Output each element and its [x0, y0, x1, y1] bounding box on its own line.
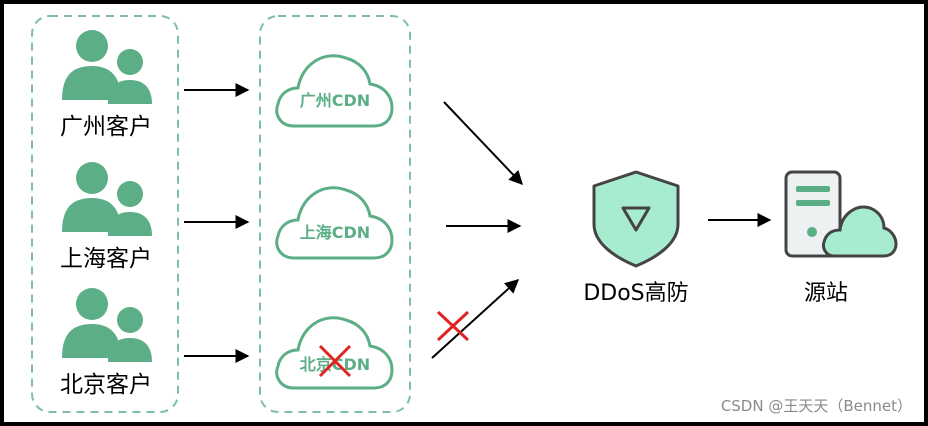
cloud-icon: [275, 316, 394, 390]
cdn-shanghai: 上海CDN: [275, 186, 394, 260]
users-icon: [62, 30, 152, 104]
client-shanghai: 上海客户: [60, 162, 152, 272]
shield-icon: [592, 170, 680, 268]
ddos-label: DDoS高防: [583, 281, 688, 306]
cdn-label: 上海CDN: [300, 223, 370, 242]
diagram-svg: 广州客户 上海客户 北京客户 广州CDN 上海CDN 北京CDN: [31, 15, 898, 413]
arrow-cdn-guangzhou-to-ddos: [443, 101, 523, 186]
users-icon: [62, 288, 152, 362]
client-label: 北京客户: [60, 372, 152, 398]
cdn-beijing: 北京CDN: [275, 316, 394, 390]
clients-group-box: [31, 15, 179, 413]
users-icon: [62, 162, 152, 236]
cross-icon: [436, 310, 470, 342]
cdn-label: 北京CDN: [300, 355, 370, 374]
cdn-group-box: [259, 15, 411, 413]
origin-server: 源站: [784, 170, 898, 306]
arrow-cdn-beijing-to-ddos: [431, 279, 520, 359]
cdn-label: 广州CDN: [300, 91, 370, 110]
client-beijing: 北京客户: [60, 288, 152, 398]
ddos-protection: DDoS高防: [583, 170, 689, 306]
client-label: 广州客户: [60, 114, 152, 140]
watermark: CSDN @王天天（Bennet）: [720, 397, 912, 415]
cross-icon: [318, 344, 352, 378]
cdn-guangzhou: 广州CDN: [275, 54, 394, 128]
client-guangzhou: 广州客户: [60, 30, 152, 140]
diagram-canvas: 广州客户 上海客户 北京客户 广州CDN 上海CDN 北京CDN: [4, 4, 924, 422]
client-label: 上海客户: [60, 246, 152, 272]
cloud-icon: [275, 54, 394, 128]
origin-label: 源站: [804, 281, 848, 306]
cloud-icon: [275, 186, 394, 260]
cloud-icon: [822, 205, 898, 258]
